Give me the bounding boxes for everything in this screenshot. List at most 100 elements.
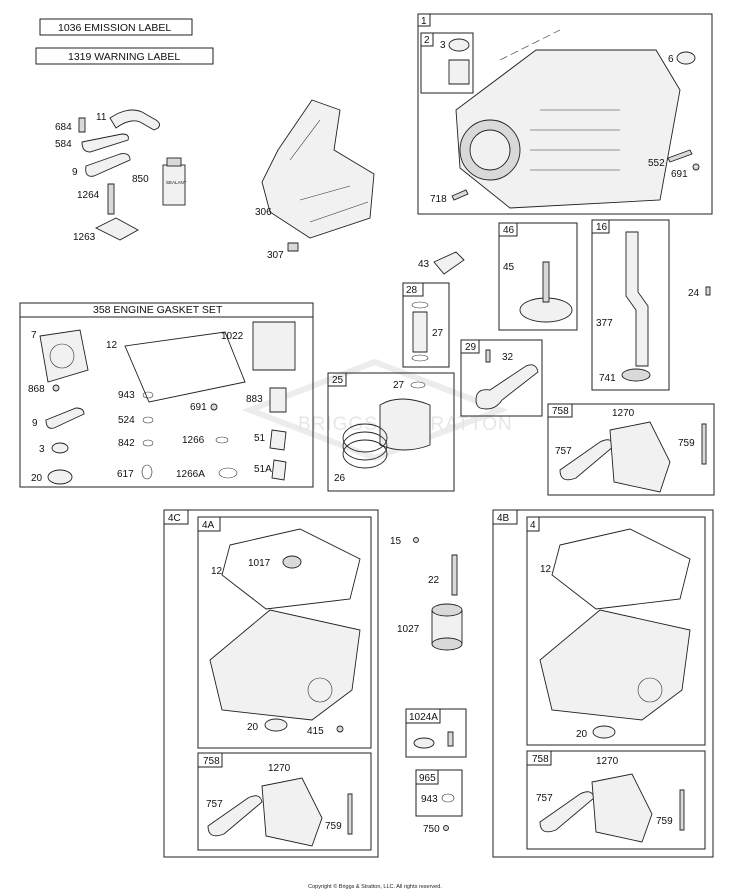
callout-1024A[interactable]: 1024A (409, 712, 438, 723)
emission-label-box[interactable]: 1036 EMISSION LABEL (39, 18, 193, 36)
callout-306[interactable]: 306 (255, 207, 272, 218)
governor-part-43[interactable] (433, 251, 465, 275)
callout-758-4[interactable]: 758 (532, 754, 549, 765)
callout-3-set[interactable]: 3 (39, 444, 45, 455)
callout-943-set[interactable]: 943 (118, 390, 135, 401)
oring-943-965[interactable] (441, 793, 455, 803)
callout-24[interactable]: 24 (688, 288, 700, 299)
callout-759-top[interactable]: 759 (678, 438, 695, 449)
crank-gear-741[interactable] (621, 368, 651, 382)
piston-pin-28[interactable] (412, 311, 428, 353)
callout-20-4A[interactable]: 20 (247, 722, 259, 733)
callout-32[interactable]: 32 (502, 352, 514, 363)
callout-758-4A[interactable]: 758 (203, 756, 220, 767)
callout-868[interactable]: 868 (28, 384, 45, 395)
callout-1263[interactable]: 1263 (73, 232, 96, 243)
seal-20-4[interactable] (592, 725, 616, 739)
callout-684[interactable]: 684 (55, 122, 72, 133)
callout-20-4[interactable]: 20 (576, 729, 588, 740)
callout-1266[interactable]: 1266 (182, 435, 205, 446)
callout-750[interactable]: 750 (423, 824, 440, 835)
dowel-718[interactable] (451, 189, 469, 201)
callout-45[interactable]: 45 (503, 262, 515, 273)
bolt-1264[interactable] (107, 183, 115, 215)
callout-9-set[interactable]: 9 (32, 418, 38, 429)
callout-12-4A[interactable]: 12 (211, 566, 223, 577)
callout-759-4[interactable]: 759 (656, 816, 673, 827)
seal-20-set[interactable] (47, 469, 73, 485)
callout-6[interactable]: 6 (668, 54, 674, 65)
blower-housing-306[interactable] (261, 99, 375, 239)
callout-741[interactable]: 741 (599, 373, 616, 384)
callout-51[interactable]: 51 (254, 433, 266, 444)
oil-pump-rotor-757-4A[interactable] (207, 795, 263, 837)
breather-cover-584[interactable] (81, 133, 129, 153)
callout-9-top[interactable]: 9 (72, 167, 78, 178)
seal-6[interactable] (676, 51, 696, 65)
gasket-883[interactable] (269, 387, 287, 413)
callout-2[interactable]: 2 (424, 35, 430, 46)
callout-584[interactable]: 584 (55, 139, 72, 150)
callout-16[interactable]: 16 (596, 222, 608, 233)
callout-51A[interactable]: 51A (254, 464, 272, 475)
callout-307[interactable]: 307 (267, 250, 284, 261)
head-gasket-7[interactable] (39, 329, 89, 383)
callout-29[interactable]: 29 (465, 342, 477, 353)
callout-759-4A[interactable]: 759 (325, 821, 342, 832)
callout-757-top[interactable]: 757 (555, 446, 572, 457)
pin-759-4A[interactable] (347, 793, 353, 835)
pin-759-4[interactable] (679, 789, 685, 831)
callout-850[interactable]: 850 (132, 174, 149, 185)
callout-11[interactable]: 11 (96, 112, 107, 123)
valve-1024A[interactable] (413, 737, 435, 749)
callout-617[interactable]: 617 (117, 469, 134, 480)
callout-12-set[interactable]: 12 (106, 340, 118, 351)
oil-pump-758-4[interactable] (591, 773, 653, 843)
callout-25[interactable]: 25 (332, 375, 344, 386)
callout-1027[interactable]: 1027 (397, 624, 420, 635)
sump-gasket-12-4[interactable] (551, 528, 691, 610)
callout-758-top[interactable]: 758 (552, 406, 569, 417)
callout-1266A[interactable]: 1266A (176, 469, 205, 480)
sump-4A[interactable] (209, 609, 361, 721)
callout-524[interactable]: 524 (118, 415, 135, 426)
clip-1263[interactable] (94, 217, 139, 241)
crankshaft-16[interactable] (625, 231, 649, 367)
callout-691-set[interactable]: 691 (190, 402, 207, 413)
seal-20-4A[interactable] (264, 718, 288, 732)
oil-pump-758-top[interactable] (609, 421, 671, 493)
callout-22[interactable]: 22 (428, 575, 440, 586)
callout-965[interactable]: 965 (419, 773, 436, 784)
callout-12-4[interactable]: 12 (540, 564, 552, 575)
sealant-tube-850[interactable]: SEALANT (162, 157, 187, 206)
callout-4[interactable]: 4 (530, 520, 536, 531)
callout-1270-4A[interactable]: 1270 (268, 763, 291, 774)
piston-25[interactable] (379, 398, 431, 451)
screw-684[interactable] (78, 117, 86, 133)
valve-cover-gasket-1022[interactable] (252, 321, 296, 371)
callout-1270-4[interactable]: 1270 (596, 756, 619, 767)
callout-4C[interactable]: 4C (168, 513, 181, 524)
crankcase-gasket-12-set[interactable] (124, 331, 246, 403)
callout-415[interactable]: 415 (307, 726, 324, 737)
pin-552[interactable] (667, 149, 693, 163)
conrod-29[interactable] (475, 364, 539, 410)
callout-27-pin[interactable]: 27 (432, 328, 444, 339)
callout-1022[interactable]: 1022 (221, 331, 244, 342)
bushing-2[interactable] (448, 59, 470, 85)
callout-3-top[interactable]: 3 (440, 40, 446, 51)
callout-43[interactable]: 43 (418, 259, 430, 270)
callout-27-piston[interactable]: 27 (393, 380, 405, 391)
callout-15[interactable]: 15 (390, 536, 402, 547)
gasket-51[interactable] (269, 429, 287, 451)
callout-842[interactable]: 842 (118, 438, 135, 449)
cam-shaft-45[interactable] (542, 261, 550, 303)
seal-3-set[interactable] (51, 442, 69, 454)
callout-1[interactable]: 1 (421, 16, 427, 27)
seal-3[interactable] (448, 38, 470, 52)
piston-rings-26[interactable] (342, 439, 388, 469)
callout-943-965[interactable]: 943 (421, 794, 438, 805)
callout-552[interactable]: 552 (648, 158, 665, 169)
callout-20-set[interactable]: 20 (31, 473, 43, 484)
sump-gasket-12-4A[interactable] (221, 528, 361, 610)
